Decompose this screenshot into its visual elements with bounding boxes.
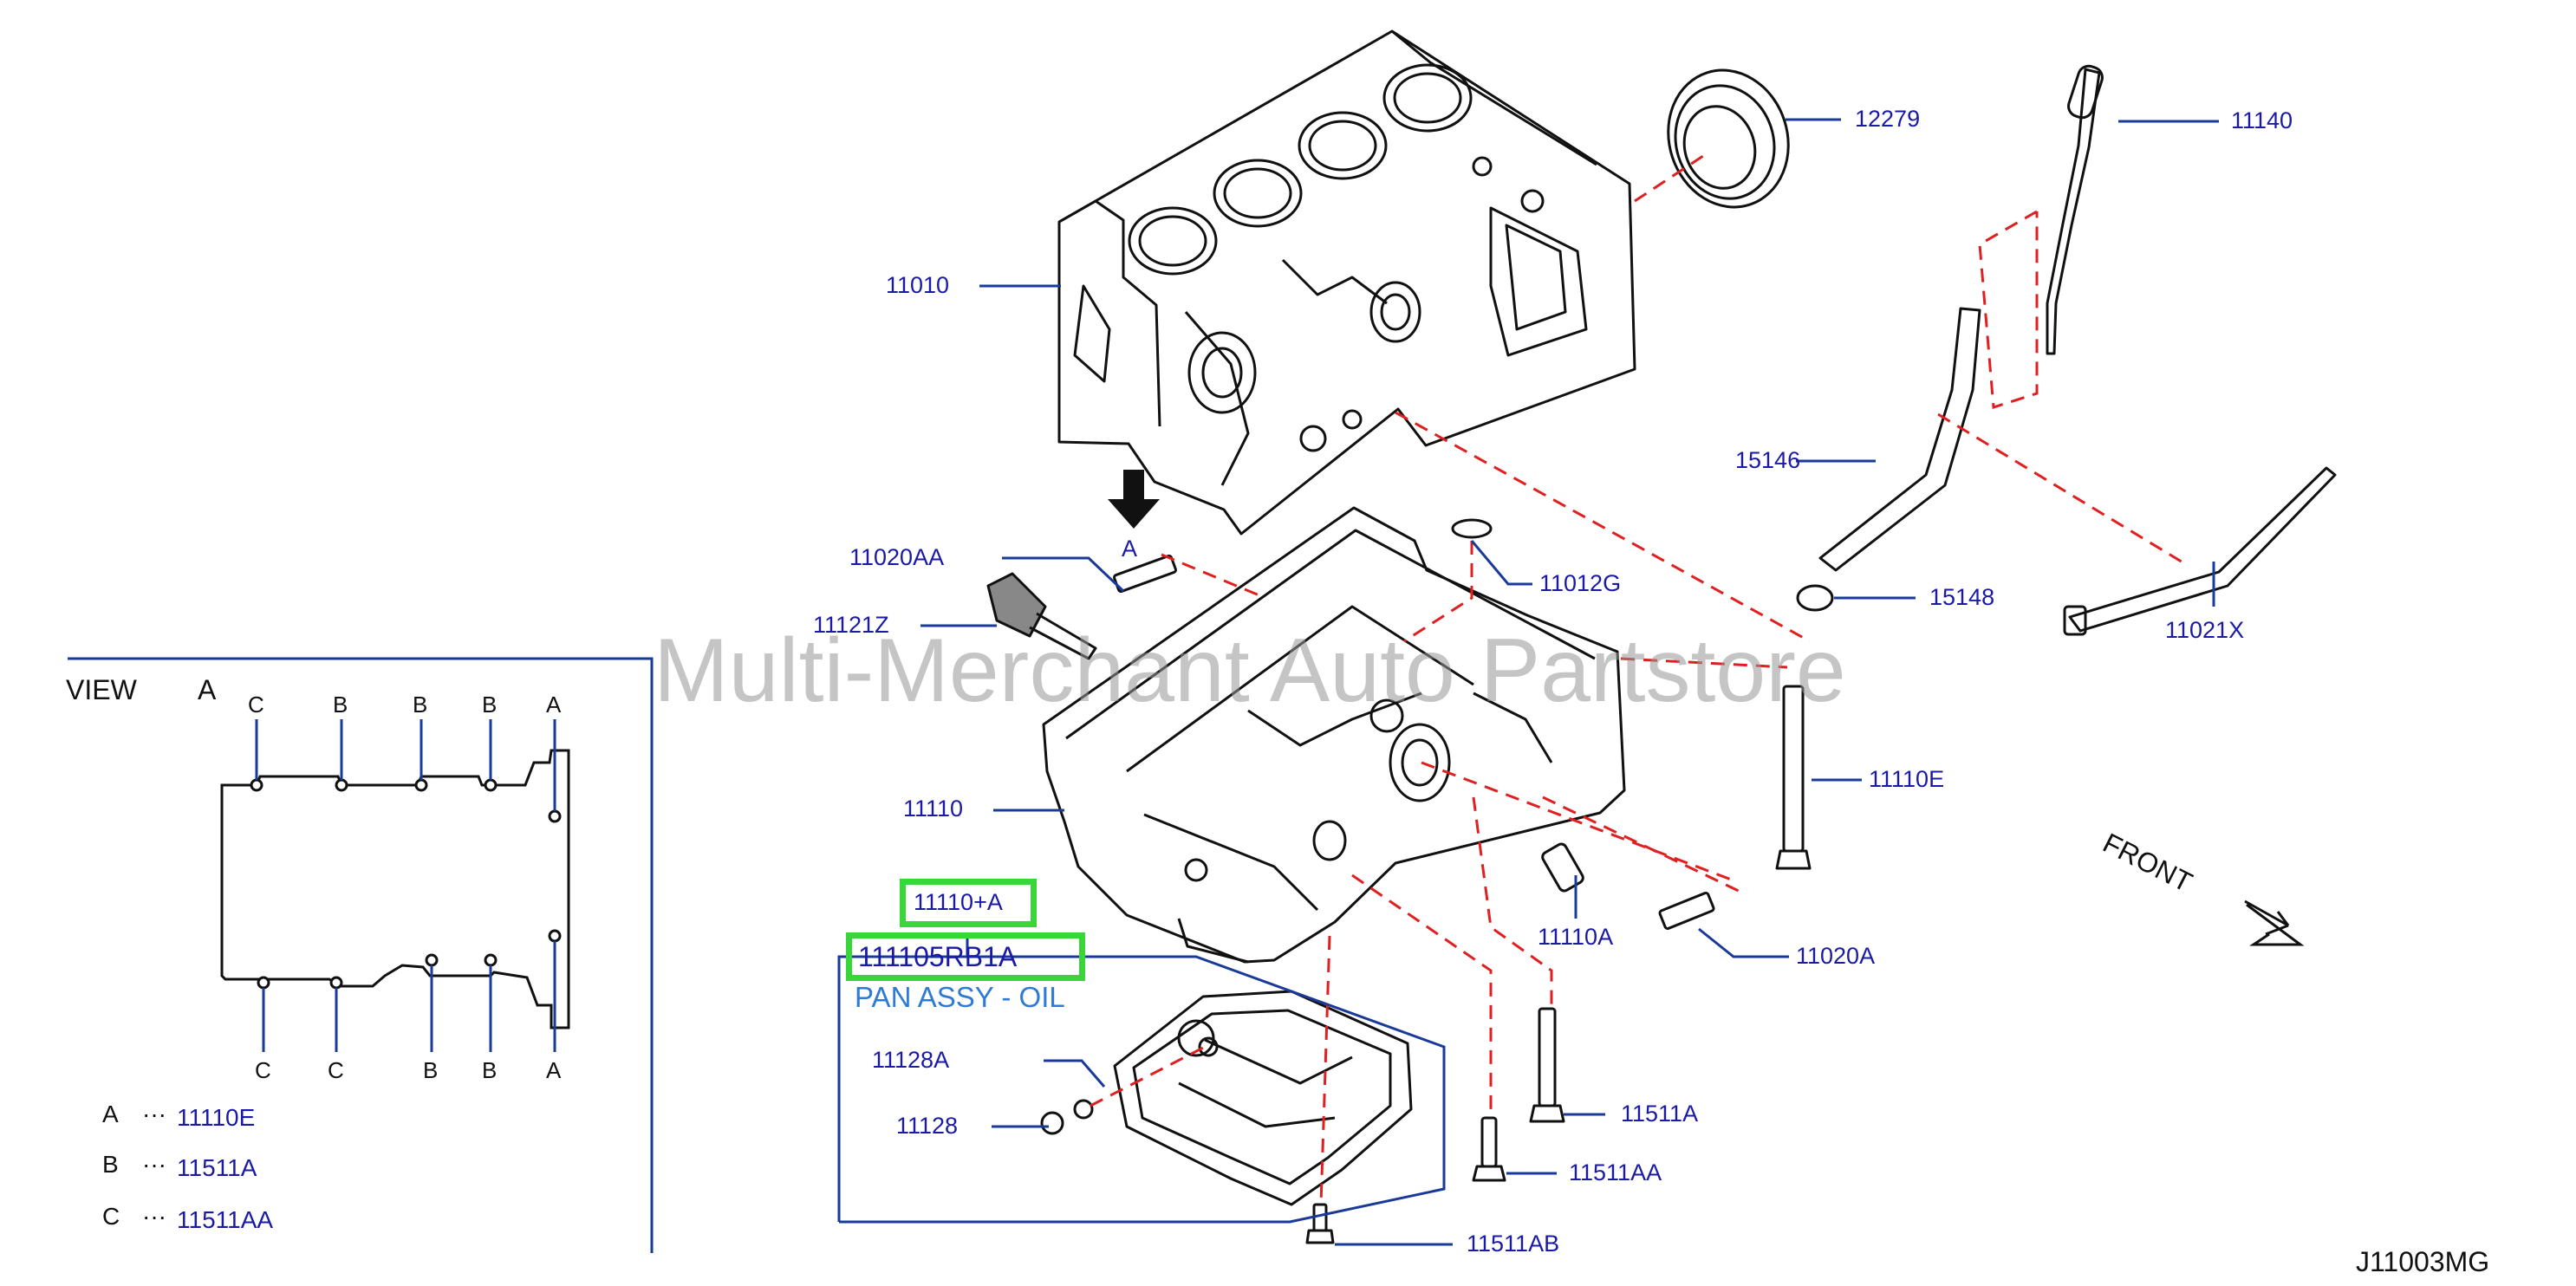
- label-15148: 15148: [1929, 584, 1995, 610]
- bolt-drawings: [1040, 554, 1812, 1244]
- label-15146: 15146: [1735, 447, 1801, 473]
- highlight-ref-box[interactable]: [900, 879, 1037, 927]
- legend-dots: ···: [142, 1151, 166, 1178]
- label-11511aa: 11511AA: [1569, 1159, 1662, 1185]
- view-bottom-letter: C: [255, 1057, 271, 1083]
- gasket-drawing: [1451, 518, 1493, 539]
- label-11021x: 11021X: [2165, 617, 2245, 643]
- baffle-drawing: [986, 572, 1097, 660]
- view-title: VIEW: [66, 674, 137, 705]
- legend-key: B: [102, 1151, 119, 1178]
- view-letter: A: [198, 674, 217, 705]
- legend-dots: ···: [142, 1203, 166, 1230]
- guide-tube-drawing: [1818, 307, 1981, 572]
- watermark: Multi-Merchant Auto Partstore: [654, 620, 1846, 721]
- bracket-drawing: [2068, 466, 2337, 633]
- view-top-letter: C: [248, 692, 264, 718]
- cylinder-block-drawing: [1057, 29, 1636, 536]
- assembly-dash-lines: [1090, 153, 2185, 1205]
- oil-seal-drawing: [1667, 68, 1790, 209]
- view-bottom-letter: B: [482, 1057, 498, 1083]
- label-11140: 11140: [2231, 107, 2293, 133]
- label-11110e: 11110E: [1869, 766, 1945, 792]
- dipstick-drawing: [2046, 64, 2104, 355]
- label-11128a: 11128A: [872, 1047, 950, 1073]
- diagram-code: J11003MG: [2356, 1246, 2490, 1277]
- highlight-part-number[interactable]: 111105RB1A: [858, 941, 1018, 972]
- legend-value: 11511AA: [177, 1206, 274, 1233]
- legend-value: 11110E: [177, 1104, 256, 1131]
- view-bottom-letter: B: [423, 1057, 439, 1083]
- label-11110a: 11110A: [1538, 924, 1614, 950]
- label-11012g: 11012G: [1539, 570, 1622, 596]
- view-top-letter: B: [333, 692, 348, 718]
- front-arrow-icon: [2244, 900, 2305, 946]
- label-11110: 11110: [903, 796, 964, 822]
- view-a-frame: [68, 657, 654, 1253]
- label-11511a: 11511A: [1621, 1101, 1699, 1127]
- arrow-a-label: A: [1122, 536, 1138, 562]
- legend-key: A: [102, 1101, 119, 1127]
- legend-value: 11511A: [177, 1154, 257, 1181]
- label-11020aa: 11020AA: [849, 544, 945, 570]
- view-arrow-icon: [1108, 470, 1160, 529]
- label-12279: 12279: [1855, 106, 1921, 132]
- highlight-description: PAN ASSY - OIL: [855, 981, 1065, 1013]
- label-11010: 11010: [886, 272, 950, 298]
- view-bottom-letter: A: [546, 1057, 562, 1083]
- label-11020a: 11020A: [1796, 943, 1876, 969]
- legend-key: C: [102, 1203, 120, 1230]
- oil-pan-lower-drawing: [1113, 990, 1413, 1206]
- label-11121z: 11121Z: [813, 612, 889, 638]
- label-11511ab: 11511AB: [1467, 1231, 1560, 1257]
- highlight-part-number-box[interactable]: [846, 932, 1085, 981]
- view-bottom-letter: C: [328, 1057, 344, 1083]
- o-ring-drawing: [1796, 584, 1834, 612]
- highlight-ref-text[interactable]: 11110+A: [914, 889, 1003, 915]
- oil-pan-upper-drawing: [1042, 506, 1626, 964]
- view-top-letter: B: [413, 692, 428, 718]
- view-top-letter: B: [482, 692, 498, 718]
- view-top-letter: A: [546, 692, 562, 718]
- legend-dots: ···: [142, 1101, 166, 1127]
- leader-lines: [837, 118, 2219, 1246]
- label-11128: 11128: [896, 1113, 959, 1139]
